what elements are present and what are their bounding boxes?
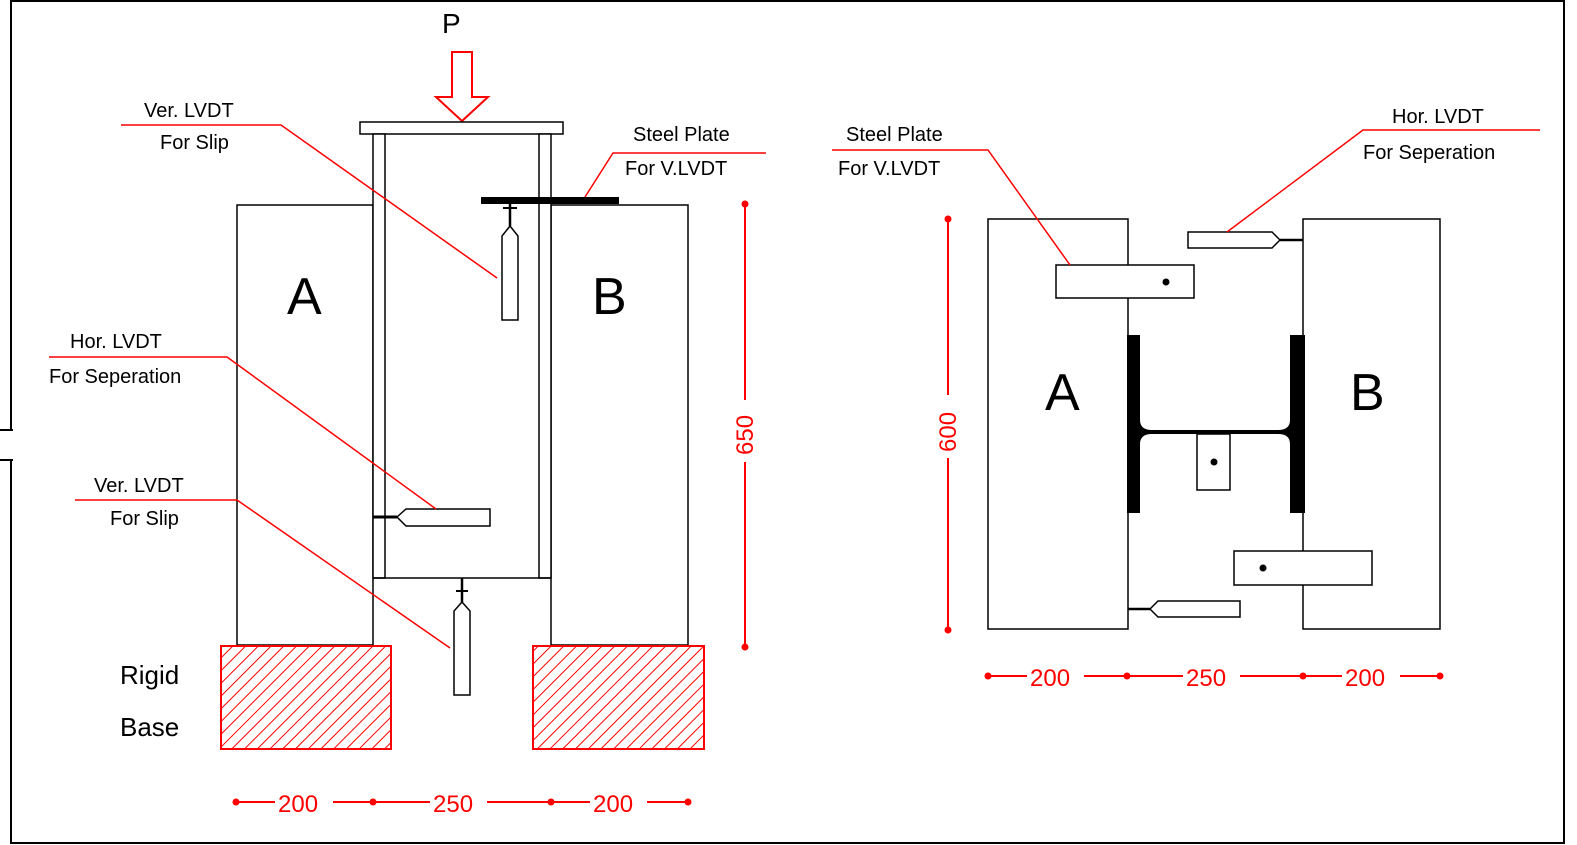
rigid-base-right	[532, 645, 705, 750]
steel-plate-box-top	[1055, 264, 1195, 299]
width-dim-dot	[369, 798, 377, 806]
right-view: A B Steel Plate For V.LVDT Hor. LVDT For…	[832, 106, 1540, 692]
ver-lvdt-top-body	[501, 224, 519, 321]
block-b-label: B	[592, 268, 627, 326]
height-dim-label-left: 650	[732, 415, 759, 455]
block-a-plan-label: A	[1045, 364, 1080, 422]
width-dim-label: 250	[433, 791, 473, 818]
leader-steel-plate-right	[832, 149, 1071, 266]
ver-lvdt-bottom-body	[453, 600, 471, 696]
leader-hor-lvdt-left	[49, 356, 437, 510]
loading-plate	[359, 121, 564, 135]
width-dim-plan-dot	[984, 672, 992, 680]
steel-plate-left-label-1: Steel Plate	[633, 124, 730, 146]
ver-lvdt-bottom-label-2: For Slip	[110, 508, 179, 530]
load-label: P	[442, 8, 461, 39]
height-dim-dot-bottom	[741, 643, 749, 651]
frame-notch	[0, 430, 13, 460]
width-dim-dot	[547, 798, 555, 806]
width-dim-plan-label: 250	[1186, 665, 1226, 692]
hor-lvdt-right-label-2: For Seperation	[1363, 142, 1495, 164]
leader-steel-plate-left	[584, 152, 766, 198]
hor-lvdt-plan-top-body	[1187, 231, 1282, 249]
height-dim-right-dot-bottom	[944, 626, 952, 634]
rigid-base-label-2: Base	[120, 712, 179, 742]
steel-plate-right-label-1: Steel Plate	[846, 124, 943, 146]
leader-ver-lvdt-bottom	[75, 499, 451, 649]
leader-ver-lvdt-top	[121, 124, 498, 279]
block-a	[236, 204, 374, 646]
figure-frame	[10, 0, 1565, 844]
hor-lvdt-right-label-1: Hor. LVDT	[1392, 106, 1484, 128]
height-dim-right-dot-top	[944, 215, 952, 223]
hor-lvdt-plan-bottom-body	[1148, 600, 1241, 618]
width-dim-plan-label: 200	[1345, 665, 1385, 692]
rigid-base-left	[220, 645, 392, 750]
load-arrow	[433, 51, 491, 123]
ver-lvdt-top-label-2: For Slip	[160, 132, 229, 154]
steel-plate-box-top-dot	[1162, 278, 1170, 286]
width-dim-plan-dot	[1299, 672, 1307, 680]
hor-lvdt-body	[395, 508, 491, 527]
block-b	[550, 204, 689, 646]
height-dim-label-right: 600	[935, 412, 962, 452]
steel-flange-left	[372, 133, 386, 579]
hor-lvdt-left-label-1: Hor. LVDT	[70, 331, 162, 353]
block-a-label: A	[287, 268, 322, 326]
steel-plate-box-center-dot	[1210, 458, 1218, 466]
leader-hor-lvdt-right	[1226, 129, 1540, 233]
left-view: P A B Ver. LVDT For Slip	[49, 8, 766, 818]
steel-plate-bar	[481, 197, 619, 204]
width-dim-dot	[232, 798, 240, 806]
steel-plate-box-bottom	[1233, 550, 1373, 586]
width-dim-plan-label: 200	[1030, 665, 1070, 692]
rigid-base-label-1: Rigid	[120, 660, 179, 690]
width-dim-label: 200	[593, 791, 633, 818]
hor-lvdt-left-label-2: For Seperation	[49, 366, 181, 388]
height-dim-dot-top	[741, 200, 749, 208]
ver-lvdt-bottom-label-1: Ver. LVDT	[94, 475, 184, 497]
steel-plate-right-label-2: For V.LVDT	[838, 158, 940, 180]
width-dim-plan-dot	[1123, 672, 1131, 680]
block-b-plan-label: B	[1350, 364, 1385, 422]
steel-plate-box-bottom-dot	[1259, 564, 1267, 572]
width-dim-dot	[684, 798, 692, 806]
steel-plate-left-label-2: For V.LVDT	[625, 158, 727, 180]
width-dim-plan-dot	[1436, 672, 1444, 680]
ver-lvdt-top-label-1: Ver. LVDT	[144, 100, 234, 122]
width-dim-label: 200	[278, 791, 318, 818]
